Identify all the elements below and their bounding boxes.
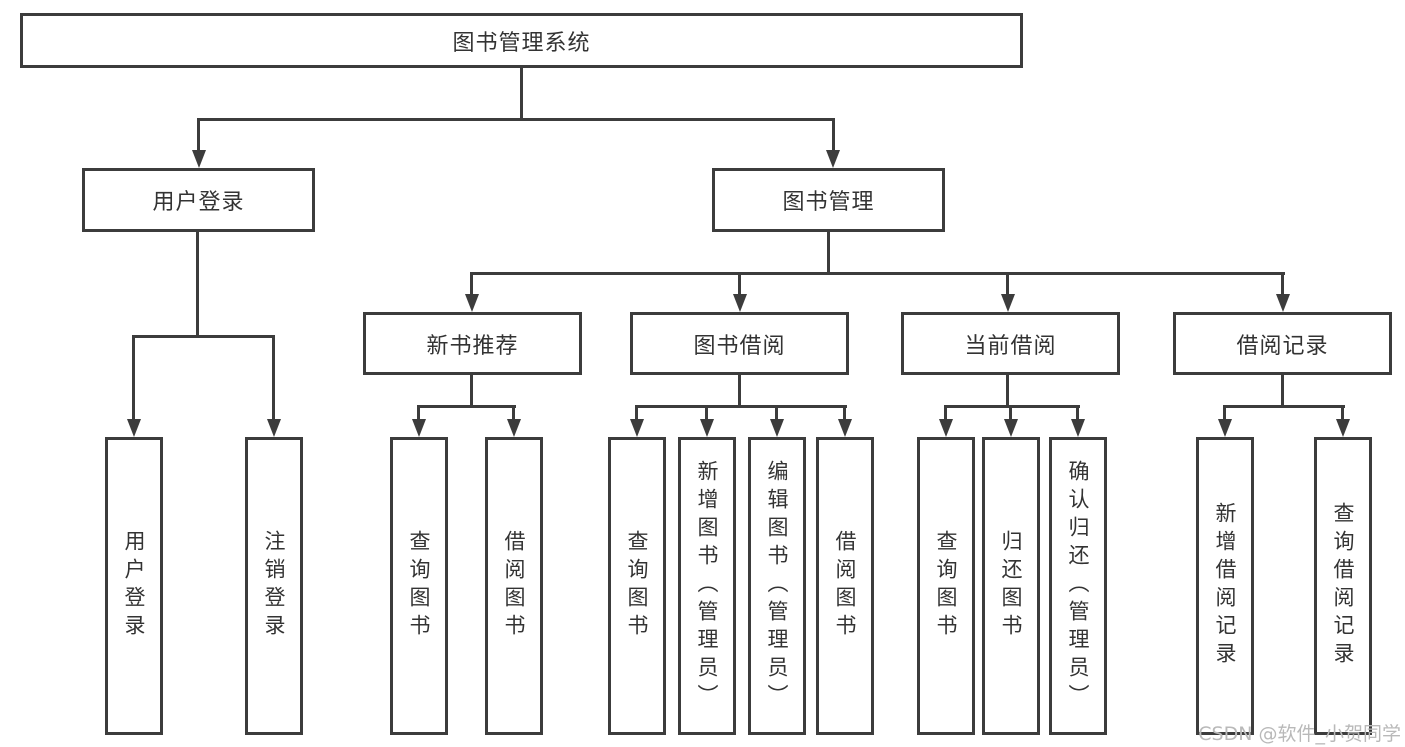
connector-line	[1006, 272, 1009, 296]
node-leaf-user-login: 用户登录	[105, 437, 163, 735]
connector-line	[470, 272, 473, 296]
connector-line	[1006, 375, 1009, 407]
connector-line	[512, 405, 515, 421]
connector-line	[1341, 405, 1344, 421]
node-user-login-branch-label: 用户登录	[152, 190, 245, 215]
node-leaf-borrow-book-2: 借阅图书	[816, 437, 874, 735]
connector-line	[272, 335, 275, 421]
node-book-management-branch: 图书管理	[712, 168, 945, 232]
arrow-down-icon	[1218, 419, 1232, 437]
connector-line	[197, 118, 200, 152]
node-leaf-return-book: 归还图书	[982, 437, 1040, 735]
connector-line	[945, 405, 1080, 408]
node-leaf-logout-label: 注销登录	[262, 530, 287, 642]
node-new-book-recommend: 新书推荐	[363, 312, 582, 375]
arrow-down-icon	[1071, 419, 1085, 437]
arrow-down-icon	[412, 419, 426, 437]
node-leaf-add-borrow-record-label: 新增借阅记录	[1213, 502, 1238, 670]
node-leaf-return-book-label: 归还图书	[999, 530, 1024, 642]
node-leaf-borrow-book-2-label: 借阅图书	[833, 530, 858, 642]
node-leaf-query-book-2: 查询图书	[608, 437, 666, 735]
arrow-down-icon	[1336, 419, 1350, 437]
node-leaf-query-book-1: 查询图书	[390, 437, 448, 735]
arrow-down-icon	[770, 419, 784, 437]
node-leaf-confirm-return-admin-label: 确认归还（管理员）	[1066, 460, 1091, 712]
connector-line	[636, 405, 847, 408]
connector-line	[944, 405, 947, 421]
node-leaf-logout: 注销登录	[245, 437, 303, 735]
connector-line	[843, 405, 846, 421]
node-root: 图书管理系统	[20, 13, 1023, 68]
connector-line	[418, 405, 516, 408]
node-borrow-record: 借阅记录	[1173, 312, 1392, 375]
connector-line	[705, 405, 708, 421]
node-leaf-confirm-return-admin: 确认归还（管理员）	[1049, 437, 1107, 735]
connector-line	[198, 118, 835, 121]
watermark: CSDN @软件_小贺同学	[1198, 723, 1401, 745]
node-book-borrow: 图书借阅	[630, 312, 849, 375]
connector-line	[827, 232, 830, 274]
connector-line	[470, 375, 473, 407]
arrow-down-icon	[1001, 294, 1015, 312]
node-leaf-edit-book-admin-label: 编辑图书（管理员）	[765, 460, 790, 712]
node-leaf-user-login-label: 用户登录	[122, 530, 147, 642]
node-root-label: 图书管理系统	[452, 30, 591, 56]
node-borrow-record-label: 借阅记录	[1236, 333, 1329, 359]
arrow-down-icon	[630, 419, 644, 437]
connector-line	[471, 272, 1285, 275]
arrow-down-icon	[939, 419, 953, 437]
node-leaf-add-borrow-record: 新增借阅记录	[1196, 437, 1254, 735]
connector-line	[775, 405, 778, 421]
node-leaf-add-book-admin-label: 新增图书（管理员）	[695, 460, 720, 712]
connector-line	[635, 405, 638, 421]
connector-line	[133, 335, 275, 338]
node-leaf-add-book-admin: 新增图书（管理员）	[678, 437, 736, 735]
connector-line	[417, 405, 420, 421]
arrow-down-icon	[733, 294, 747, 312]
connector-line	[132, 335, 135, 421]
connector-line	[1009, 405, 1012, 421]
arrow-down-icon	[507, 419, 521, 437]
node-book-borrow-label: 图书借阅	[693, 333, 786, 359]
node-leaf-edit-book-admin: 编辑图书（管理员）	[748, 437, 806, 735]
connector-line	[1224, 405, 1345, 408]
arrow-down-icon	[700, 419, 714, 437]
arrow-down-icon	[1276, 294, 1290, 312]
arrow-down-icon	[838, 419, 852, 437]
node-leaf-query-book-2-label: 查询图书	[625, 530, 650, 642]
arrow-down-icon	[267, 419, 281, 437]
arrow-down-icon	[1004, 419, 1018, 437]
connector-line	[1281, 375, 1284, 407]
connector-line	[196, 232, 199, 338]
node-leaf-query-borrow-record-label: 查询借阅记录	[1331, 502, 1356, 670]
arrow-down-icon	[826, 150, 840, 168]
connector-line	[1281, 272, 1284, 296]
arrow-down-icon	[127, 419, 141, 437]
node-book-management-branch-label: 图书管理	[782, 190, 875, 215]
node-new-book-recommend-label: 新书推荐	[426, 333, 519, 359]
node-leaf-query-book-1-label: 查询图书	[407, 530, 432, 642]
node-current-borrow: 当前借阅	[901, 312, 1120, 375]
connector-line	[1076, 405, 1079, 421]
connector-line	[738, 272, 741, 296]
node-leaf-query-book-3: 查询图书	[917, 437, 975, 735]
node-leaf-borrow-book-1-label: 借阅图书	[502, 530, 527, 642]
connector-line	[832, 118, 835, 152]
node-leaf-borrow-book-1: 借阅图书	[485, 437, 543, 735]
connector-line	[1223, 405, 1226, 421]
connector-line	[520, 68, 523, 120]
node-user-login-branch: 用户登录	[82, 168, 315, 232]
connector-line	[738, 375, 741, 407]
node-current-borrow-label: 当前借阅	[964, 333, 1057, 359]
node-leaf-query-borrow-record: 查询借阅记录	[1314, 437, 1372, 735]
node-leaf-query-book-3-label: 查询图书	[934, 530, 959, 642]
arrow-down-icon	[465, 294, 479, 312]
arrow-down-icon	[192, 150, 206, 168]
